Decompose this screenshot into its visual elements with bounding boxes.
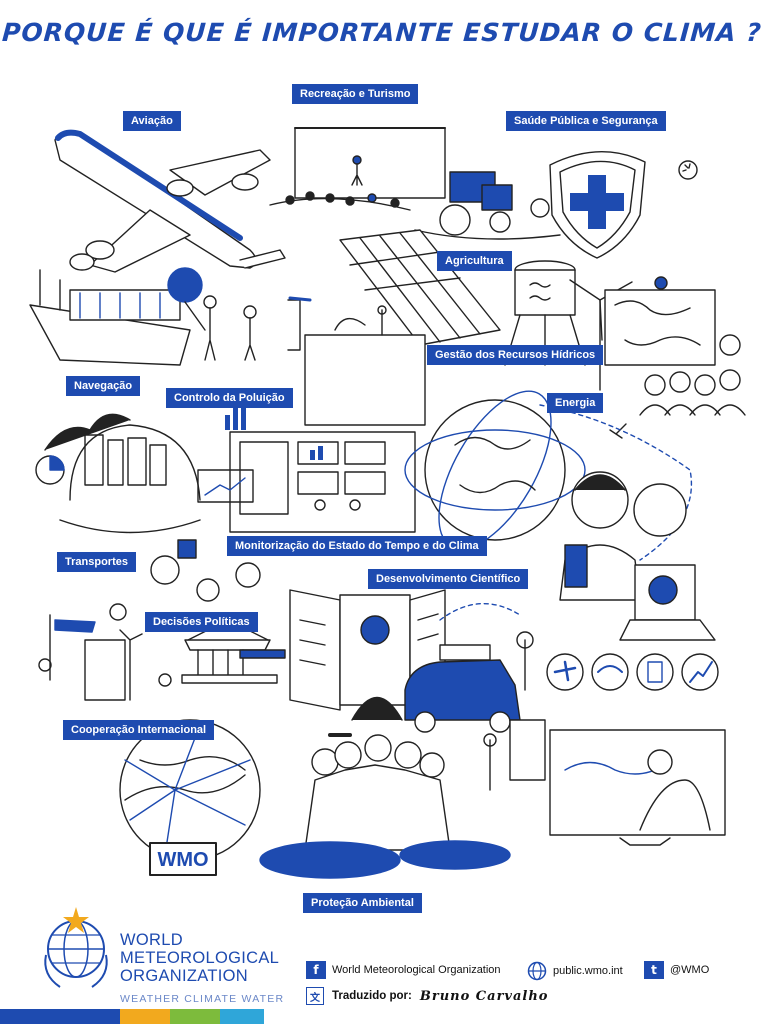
color-bar-orange — [120, 1009, 170, 1024]
pollution-illustration — [167, 267, 312, 361]
twitter-link[interactable]: t @WMO — [644, 961, 709, 979]
footer: WORLD METEOROLOGICAL ORGANIZATION WEATHE… — [0, 905, 764, 1024]
facebook-text: World Meteorological Organization — [332, 964, 501, 976]
label-transportes: Transportes — [57, 552, 136, 572]
translate-icon: 文 — [306, 987, 324, 1005]
crowd-illustration — [639, 369, 746, 416]
website-link[interactable]: public.wmo.int — [527, 961, 623, 981]
color-bar-cyan — [220, 1009, 264, 1024]
tagline: WEATHER CLIMATE WATER — [120, 993, 285, 1005]
label-agricultura: Agricultura — [437, 251, 512, 271]
policy-illustration — [150, 539, 286, 684]
website-text: public.wmo.int — [553, 965, 623, 977]
science-lab-illustration — [289, 589, 521, 721]
translated-label: Traduzido por: — [332, 990, 412, 1002]
wmo-logo-icon — [44, 907, 108, 988]
facebook-icon: f — [306, 961, 326, 979]
stage-illustration — [269, 127, 446, 211]
label-energia: Energia — [547, 393, 604, 413]
org-line-1: WORLD — [120, 931, 183, 949]
professionals-illustration — [259, 733, 511, 879]
world-map-illustration — [119, 719, 261, 876]
tractor-illustration — [414, 171, 561, 240]
label-monitorizacao: Monitorização do Estado do Tempo e do Cl… — [227, 536, 487, 556]
label-desenvolvimento: Desenvolvimento Científico — [368, 569, 529, 589]
color-bar-blue — [0, 1009, 120, 1024]
cooperation-illustration — [38, 603, 172, 701]
map-illustration — [604, 276, 741, 366]
solar-panel-illustration — [339, 229, 501, 346]
tv-weather-illustration — [483, 719, 726, 846]
label-navegacao: Navegação — [66, 376, 141, 396]
city-illustration — [35, 402, 246, 534]
label-poluicao: Controlo da Poluição — [166, 388, 293, 408]
color-bar — [0, 1009, 264, 1024]
translator-name: Bruno Carvalho — [419, 988, 549, 1004]
label-decisoes: Decisões Políticas — [145, 612, 258, 632]
globe-icon — [527, 961, 547, 981]
label-cooperacao: Cooperação Internacional — [63, 720, 215, 740]
facebook-link[interactable]: f World Meteorological Organization — [306, 961, 501, 979]
shield-illustration — [530, 151, 698, 259]
label-gestao-agua: Gestão dos Recursos Hídricos — [427, 345, 604, 365]
weather-station-illustration — [304, 305, 426, 426]
org-name: WORLD METEOROLOGICAL ORGANIZATION — [120, 931, 279, 985]
ship-illustration — [29, 269, 191, 366]
monitoring-room-illustration — [197, 431, 416, 533]
scientists-illustration — [559, 471, 716, 641]
color-bar-green — [170, 1009, 220, 1024]
label-aviacao: Aviação — [123, 111, 181, 131]
label-saude: Saúde Pública e Segurança — [506, 111, 666, 131]
label-recreacao: Recreação e Turismo — [292, 84, 419, 104]
label-protecao: Proteção Ambiental — [303, 893, 422, 913]
org-line-2: METEOROLOGICAL — [120, 949, 280, 967]
airplane-illustration — [54, 129, 286, 273]
twitter-icon: t — [644, 961, 664, 979]
translation-credit: 文 Traduzido por: Bruno Carvalho — [306, 987, 548, 1005]
twitter-text: @WMO — [670, 964, 710, 976]
car-illustration — [404, 631, 534, 733]
illustration: WMO — [29, 127, 746, 879]
page-title: PORQUE É QUE É IMPORTANTE ESTUDAR O CLIM… — [1, 18, 763, 47]
globe-illustration — [404, 390, 693, 561]
transport-icons — [546, 653, 719, 691]
wmo-sign-text: WMO — [157, 849, 208, 871]
org-line-3: ORGANIZATION — [120, 967, 248, 985]
